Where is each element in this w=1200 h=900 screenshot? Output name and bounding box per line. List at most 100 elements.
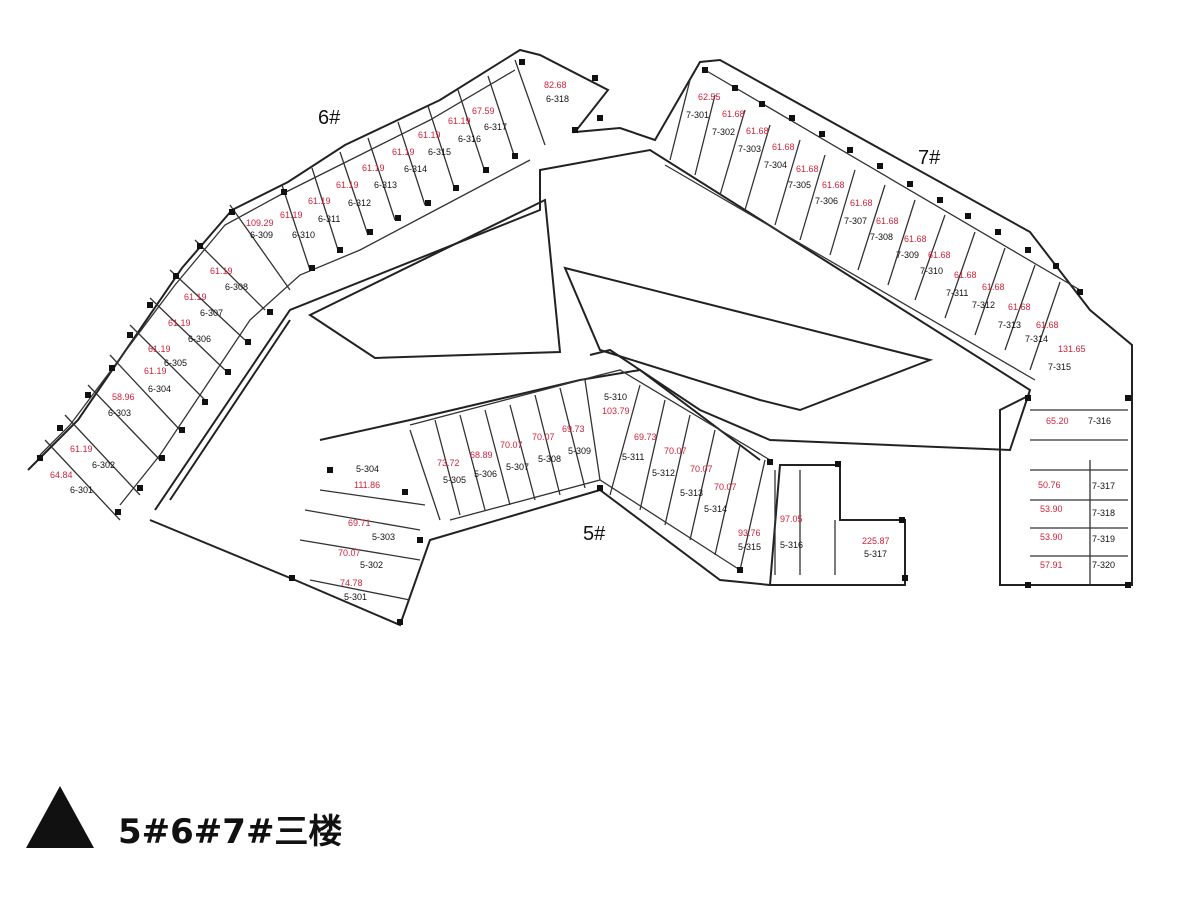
unit-area-7-307: 61.68 <box>850 198 873 208</box>
unit-code-5-317: 5-317 <box>864 549 887 559</box>
column-mark <box>519 59 525 65</box>
wing-6-rooms <box>39 59 546 521</box>
column-mark <box>147 302 153 308</box>
column-mark <box>592 75 598 81</box>
unit-area-7-313: 61.68 <box>1008 302 1031 312</box>
column-mark <box>995 229 1001 235</box>
unit-code-7-312: 7-312 <box>972 300 995 310</box>
column-mark <box>1125 582 1131 588</box>
unit-area-6-307: 61.19 <box>184 292 207 302</box>
unit-code-6-317: 6-317 <box>484 122 507 132</box>
column-mark <box>281 189 287 195</box>
column-mark <box>789 115 795 121</box>
unit-code-6-301: 6-301 <box>70 485 93 495</box>
column-mark <box>337 247 343 253</box>
column-mark <box>417 537 423 543</box>
unit-area-6-314: 61.19 <box>392 147 415 157</box>
column-mark <box>907 181 913 187</box>
column-mark <box>899 517 905 523</box>
column-mark <box>267 309 273 315</box>
unit-area-6-305: 61.19 <box>148 344 171 354</box>
unit-code-5-311: 5-311 <box>622 452 644 462</box>
unit-code-5-315: 5-315 <box>738 542 761 552</box>
unit-area-7-320: 57.91 <box>1040 560 1063 570</box>
column-mark <box>85 392 91 398</box>
unit-area-5-305: 73.72 <box>437 458 460 468</box>
unit-area-6-304: 61.19 <box>144 366 167 376</box>
unit-code-5-305: 5-305 <box>443 475 466 485</box>
unit-area-6-318: 82.68 <box>544 80 567 90</box>
column-mark <box>732 85 738 91</box>
column-mark <box>173 273 179 279</box>
unit-area-5-307: 70.07 <box>500 440 523 450</box>
unit-area-7-301: 62.55 <box>698 92 721 102</box>
column-mark <box>819 131 825 137</box>
column-mark <box>57 425 63 431</box>
column-mark <box>309 265 315 271</box>
unit-code-5-312: 5-312 <box>652 468 675 478</box>
unit-code-5-302: 5-302 <box>360 560 383 570</box>
unit-code-7-304: 7-304 <box>764 160 787 170</box>
unit-area-5-302: 70.07 <box>338 548 361 558</box>
column-mark <box>1077 289 1083 295</box>
column-mark <box>179 427 185 433</box>
unit-code-6-312: 6-312 <box>348 198 371 208</box>
unit-code-7-307: 7-307 <box>844 216 867 226</box>
column-mark <box>197 243 203 249</box>
column-mark <box>937 197 943 203</box>
unit-area-7-310: 61.68 <box>928 250 951 260</box>
unit-code-5-309: 5-309 <box>568 446 591 456</box>
unit-code-7-314: 7-314 <box>1025 334 1048 344</box>
column-mark <box>1025 247 1031 253</box>
unit-area-7-317: 50.76 <box>1038 480 1061 490</box>
unit-area-6-306: 61.19 <box>168 318 191 328</box>
column-mark <box>159 455 165 461</box>
unit-area-6-301: 64.84 <box>50 470 73 480</box>
unit-area-6-310: 61.19 <box>280 210 303 220</box>
column-mark <box>512 153 518 159</box>
unit-area-6-312: 61.19 <box>336 180 359 190</box>
unit-area-5-310: 103.79 <box>602 406 630 416</box>
unit-code-7-305: 7-305 <box>788 180 811 190</box>
unit-area-7-311: 61.68 <box>954 270 977 280</box>
unit-area-5-303: 69.71 <box>348 518 371 528</box>
unit-code-7-318: 7-318 <box>1092 508 1115 518</box>
unit-area-7-315: 131.65 <box>1058 344 1086 354</box>
unit-code-7-317: 7-317 <box>1092 481 1115 491</box>
unit-area-5-311: 69.73 <box>634 432 657 442</box>
unit-area-6-311: 61.19 <box>308 196 331 206</box>
unit-area-6-302: 61.19 <box>70 444 93 454</box>
page-title: 5#6#7#三楼 <box>118 812 343 852</box>
unit-code-5-301: 5-301 <box>344 592 367 602</box>
unit-code-6-309: 6-309 <box>250 230 273 240</box>
unit-area-5-316: 97.05 <box>780 514 803 524</box>
unit-code-7-302: 7-302 <box>712 127 735 137</box>
column-mark <box>737 567 743 573</box>
column-mark <box>327 467 333 473</box>
unit-code-6-304: 6-304 <box>148 384 171 394</box>
column-mark <box>902 575 908 581</box>
unit-area-7-308: 61.68 <box>876 216 899 226</box>
column-mark <box>397 619 403 625</box>
column-mark <box>402 489 408 495</box>
column-mark <box>137 485 143 491</box>
unit-area-5-309: 69.73 <box>562 424 585 434</box>
unit-area-6-317: 67.59 <box>472 106 495 116</box>
unit-code-6-308: 6-308 <box>225 282 248 292</box>
column-mark <box>453 185 459 191</box>
unit-area-7-306: 61.68 <box>822 180 845 190</box>
unit-code-6-303: 6-303 <box>108 408 131 418</box>
unit-code-7-315: 7-315 <box>1048 362 1071 372</box>
column-mark <box>1025 582 1031 588</box>
column-mark <box>127 332 133 338</box>
unit-area-5-317: 225.87 <box>862 536 890 546</box>
building-label-7: 7# <box>918 147 941 169</box>
unit-code-5-316: 5-316 <box>780 540 803 550</box>
unit-code-6-316: 6-316 <box>458 134 481 144</box>
building-label-5: 5# <box>583 523 606 545</box>
unit-code-6-311: 6-311 <box>318 214 340 224</box>
unit-area-7-309: 61.68 <box>904 234 927 244</box>
column-mark <box>109 365 115 371</box>
unit-area-5-312: 70.07 <box>664 446 687 456</box>
unit-area-5-301: 74.78 <box>340 578 363 588</box>
